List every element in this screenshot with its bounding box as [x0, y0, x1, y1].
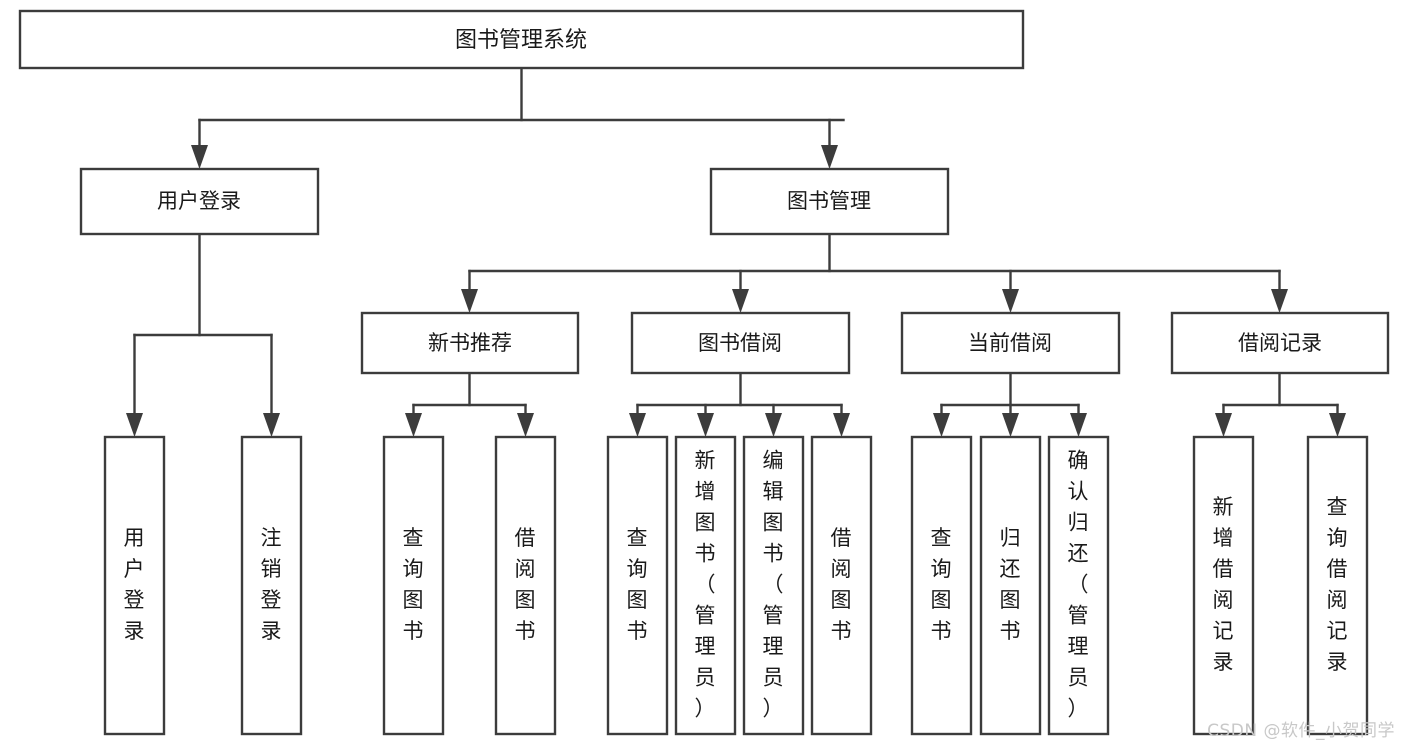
arrow-leaf-add-record: [1215, 413, 1232, 437]
leaf-edit-book-label: 编辑图书（管理员）: [763, 449, 784, 721]
connectors-user-login-leaves: [126, 232, 280, 437]
leaf-add-book-label: 新增图书（管理员）: [695, 449, 716, 721]
arrow-current-borrow: [1002, 289, 1019, 313]
node-current-borrow[interactable]: 当前借阅: [900, 311, 1121, 375]
node-borrow-record-box[interactable]: [1170, 311, 1390, 375]
node-borrow-record-label: 借阅记录: [1238, 331, 1322, 355]
leaf-confirm-return-box[interactable]: [1047, 435, 1110, 736]
connectors-book-manage-to-level2: [461, 232, 1288, 313]
node-user-login-label: 用户登录: [157, 189, 241, 213]
node-root-label: 图书管理系统: [455, 28, 587, 53]
leaf-query-book-3[interactable]: 查询图书: [910, 435, 973, 736]
node-new-book-recommend-box[interactable]: [360, 311, 580, 375]
leaf-borrow-book-2-box[interactable]: [810, 435, 873, 736]
leaf-add-record[interactable]: 新增借阅记录: [1192, 435, 1255, 736]
leaf-add-record-box[interactable]: [1192, 435, 1255, 736]
leaf-query-book-1-label: 查询图书: [403, 526, 424, 643]
node-current-borrow-box[interactable]: [900, 311, 1121, 375]
arrow-leaf-query-book-1: [405, 413, 422, 437]
leaf-return-book-label: 归还图书: [1000, 526, 1021, 643]
node-book-borrow-label: 图书借阅: [698, 331, 782, 355]
leaf-query-book-3-box[interactable]: [910, 435, 973, 736]
leaf-query-record-box[interactable]: [1306, 435, 1369, 736]
node-book-manage-box[interactable]: [709, 167, 950, 236]
leaf-user-login[interactable]: 用户登录: [103, 435, 166, 736]
leaf-add-record-label: 新增借阅记录: [1213, 495, 1234, 674]
leaf-return-book[interactable]: 归还图书: [979, 435, 1042, 736]
arrow-leaf-edit-book: [765, 413, 782, 437]
node-book-manage[interactable]: 图书管理: [709, 167, 950, 236]
leaf-query-book-3-label: 查询图书: [931, 526, 952, 643]
leaf-logout-login-box[interactable]: [240, 435, 303, 736]
leaf-borrow-book-1-box[interactable]: [494, 435, 557, 736]
arrow-leaf-borrow-book-2: [833, 413, 850, 437]
leaf-query-record-label: 查询借阅记录: [1327, 495, 1348, 674]
node-root[interactable]: 图书管理系统: [18, 9, 1025, 70]
leaf-query-book-2-label: 查询图书: [627, 526, 648, 643]
leaf-query-record[interactable]: 查询借阅记录: [1306, 435, 1369, 736]
leaf-confirm-return[interactable]: 确认归还（管理员）: [1047, 435, 1110, 736]
arrow-leaf-query-record: [1329, 413, 1346, 437]
leaf-edit-book[interactable]: 编辑图书（管理员）: [742, 435, 805, 736]
leaf-add-book-box[interactable]: [674, 435, 737, 736]
leaf-add-book[interactable]: 新增图书（管理员）: [674, 435, 737, 736]
arrow-leaf-return-book: [1002, 413, 1019, 437]
leaf-logout-login[interactable]: 注销登录: [240, 435, 303, 736]
leaf-user-login-label: 用户登录: [124, 526, 145, 643]
node-book-borrow[interactable]: 图书借阅: [630, 311, 851, 375]
csdn-watermark: CSDN @软件_小贺同学: [1207, 721, 1395, 741]
leaf-borrow-book-2[interactable]: 借阅图书: [810, 435, 873, 736]
leaf-borrow-book-2-label: 借阅图书: [831, 526, 852, 643]
arrow-leaf-logout-login: [263, 413, 280, 437]
arrow-leaf-borrow-book-1: [517, 413, 534, 437]
arrow-borrow-record: [1271, 289, 1288, 313]
leaf-confirm-return-label: 确认归还（管理员）: [1068, 449, 1089, 721]
leaf-logout-login-label: 注销登录: [261, 526, 282, 643]
node-borrow-record[interactable]: 借阅记录: [1170, 311, 1390, 375]
node-new-book-recommend-label: 新书推荐: [428, 331, 512, 355]
node-user-login-box[interactable]: [79, 167, 320, 236]
arrow-leaf-confirm-return: [1070, 413, 1087, 437]
leaf-query-book-1-box[interactable]: [382, 435, 445, 736]
connectors-borrow-record-leaves: [1215, 371, 1346, 437]
arrow-book-borrow: [732, 289, 749, 313]
leaf-query-book-1[interactable]: 查询图书: [382, 435, 445, 736]
arrow-book-manage: [821, 145, 838, 169]
connectors-current-borrow-leaves: [933, 371, 1087, 437]
leaf-query-book-2[interactable]: 查询图书: [606, 435, 669, 736]
arrow-leaf-query-book-3: [933, 413, 950, 437]
node-current-borrow-label: 当前借阅: [968, 331, 1052, 355]
connectors-root-to-level1: [191, 66, 845, 169]
node-new-book-recommend[interactable]: 新书推荐: [360, 311, 580, 375]
leaf-edit-book-box[interactable]: [742, 435, 805, 736]
node-book-borrow-box[interactable]: [630, 311, 851, 375]
connectors-book-borrow-leaves: [629, 371, 850, 437]
connectors-new-book-leaves: [405, 371, 534, 437]
arrow-leaf-query-book-2: [629, 413, 646, 437]
node-root-box[interactable]: [18, 9, 1025, 70]
arrow-leaf-add-book: [697, 413, 714, 437]
node-book-manage-label: 图书管理: [787, 189, 871, 213]
arrow-new-book-recommend: [461, 289, 478, 313]
leaf-borrow-book-1-label: 借阅图书: [515, 526, 536, 643]
leaf-borrow-book-1[interactable]: 借阅图书: [494, 435, 557, 736]
arrow-user-login: [191, 145, 208, 169]
leaf-query-book-2-box[interactable]: [606, 435, 669, 736]
node-user-login[interactable]: 用户登录: [79, 167, 320, 236]
arrow-leaf-user-login: [126, 413, 143, 437]
leaf-return-book-box[interactable]: [979, 435, 1042, 736]
leaf-user-login-box[interactable]: [103, 435, 166, 736]
